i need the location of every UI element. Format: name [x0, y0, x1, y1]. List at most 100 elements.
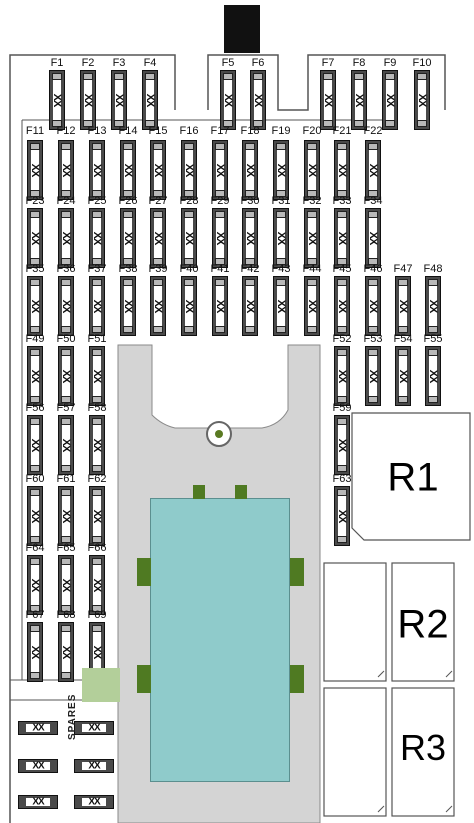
fuse-label-f28: F28	[179, 195, 199, 207]
fuse-label-f51: F51	[87, 333, 107, 345]
connector-pin	[137, 558, 151, 586]
relay-label-r1: R1	[387, 455, 439, 500]
fuse-label-f52: F52	[332, 333, 352, 345]
fuse-label-f62: F62	[87, 473, 107, 485]
spare-fuse: XX	[18, 721, 58, 735]
fuse-f38: XX	[120, 276, 136, 336]
fuse-label-f31: F31	[271, 195, 291, 207]
spare-fuse: XX	[18, 759, 58, 773]
fuse-label-f60: F60	[25, 473, 45, 485]
fuse-f15: XX	[150, 140, 166, 200]
fuse-f63: XX	[334, 486, 350, 546]
fuse-label-f49: F49	[25, 333, 45, 345]
spare-fuse: XX	[74, 721, 114, 735]
mounting-hole-center	[215, 430, 223, 438]
fuse-label-f6: F6	[251, 57, 265, 69]
fuse-f5: XX	[220, 70, 236, 130]
fuse-f54: XX	[395, 346, 411, 406]
fuse-f35: XX	[27, 276, 43, 336]
fuse-label-f25: F25	[87, 195, 107, 207]
fuse-f24: XX	[58, 208, 74, 268]
fuse-f4: XX	[142, 70, 158, 130]
fuse-f57: XX	[58, 415, 74, 475]
fuse-label-f26: F26	[118, 195, 138, 207]
fuse-label-f40: F40	[179, 263, 199, 275]
ground-pad	[82, 668, 120, 702]
fuse-f22: XX	[365, 140, 381, 200]
fuse-label-f30: F30	[240, 195, 260, 207]
fuse-f6: XX	[250, 70, 266, 130]
fuse-f42: XX	[242, 276, 258, 336]
fuse-f37: XX	[89, 276, 105, 336]
fuse-label-f16: F16	[179, 125, 199, 137]
fuse-label-f21: F21	[332, 125, 352, 137]
fuse-f18: XX	[242, 140, 258, 200]
fuse-label-f56: F56	[25, 402, 45, 414]
fuse-label-f24: F24	[56, 195, 76, 207]
fuse-label-f50: F50	[56, 333, 76, 345]
fuse-label-f59: F59	[332, 402, 352, 414]
fuse-f48: XX	[425, 276, 441, 336]
fuse-label-f48: F48	[423, 263, 443, 275]
connector-pin	[235, 485, 247, 499]
fuse-label-f68: F68	[56, 609, 76, 621]
fuse-f68: XX	[58, 622, 74, 682]
fuse-label-f39: F39	[148, 263, 168, 275]
fuse-f39: XX	[150, 276, 166, 336]
fuse-f28: XX	[181, 208, 197, 268]
fuse-f56: XX	[27, 415, 43, 475]
fuse-f41: XX	[212, 276, 228, 336]
fuse-label-f12: F12	[56, 125, 76, 137]
fuse-label-f23: F23	[25, 195, 45, 207]
fuse-f3: XX	[111, 70, 127, 130]
fuse-label-f36: F36	[56, 263, 76, 275]
fuse-f46: XX	[365, 276, 381, 336]
fuse-label-f63: F63	[332, 473, 352, 485]
fuse-label-f4: F4	[143, 57, 157, 69]
spare-fuse: XX	[74, 795, 114, 809]
fuse-f17: XX	[212, 140, 228, 200]
fuse-label-f13: F13	[87, 125, 107, 137]
fuse-label-f46: F46	[363, 263, 383, 275]
fuse-label-f1: F1	[50, 57, 64, 69]
fuse-label-f8: F8	[352, 57, 366, 69]
fuse-f62: XX	[89, 486, 105, 546]
fuse-f45: XX	[334, 276, 350, 336]
fuse-label-f35: F35	[25, 263, 45, 275]
fuse-f31: XX	[273, 208, 289, 268]
fuse-label-f45: F45	[332, 263, 352, 275]
fuse-f49: XX	[27, 346, 43, 406]
fuse-label-f57: F57	[56, 402, 76, 414]
fuse-label-f19: F19	[271, 125, 291, 137]
fuse-f61: XX	[58, 486, 74, 546]
fuse-label-f37: F37	[87, 263, 107, 275]
fuse-f25: XX	[89, 208, 105, 268]
fuse-f53: XX	[365, 346, 381, 406]
fuse-label-f55: F55	[423, 333, 443, 345]
fuse-label-f67: F67	[25, 609, 45, 621]
fuse-f64: XX	[27, 555, 43, 615]
fuse-f12: XX	[58, 140, 74, 200]
fuse-label-f20: F20	[302, 125, 322, 137]
fuse-label-f42: F42	[240, 263, 260, 275]
fuse-label-f32: F32	[302, 195, 322, 207]
fuse-f23: XX	[27, 208, 43, 268]
fuse-f33: XX	[334, 208, 350, 268]
fuse-label-f3: F3	[112, 57, 126, 69]
fuse-f30: XX	[242, 208, 258, 268]
main-connector	[150, 498, 290, 782]
fuse-f43: XX	[273, 276, 289, 336]
relay-label-r3: R3	[399, 727, 447, 768]
fuse-label-f61: F61	[56, 473, 76, 485]
fuse-f19: XX	[273, 140, 289, 200]
fuse-f34: XX	[365, 208, 381, 268]
fuse-f66: XX	[89, 555, 105, 615]
fuse-label-f17: F17	[210, 125, 230, 137]
fuse-f47: XX	[395, 276, 411, 336]
fuse-label-f34: F34	[363, 195, 383, 207]
fuse-f59: XX	[334, 415, 350, 475]
fuse-label-f15: F15	[148, 125, 168, 137]
fuse-label-f54: F54	[393, 333, 413, 345]
connector-pin	[193, 485, 205, 499]
fuse-label-f43: F43	[271, 263, 291, 275]
